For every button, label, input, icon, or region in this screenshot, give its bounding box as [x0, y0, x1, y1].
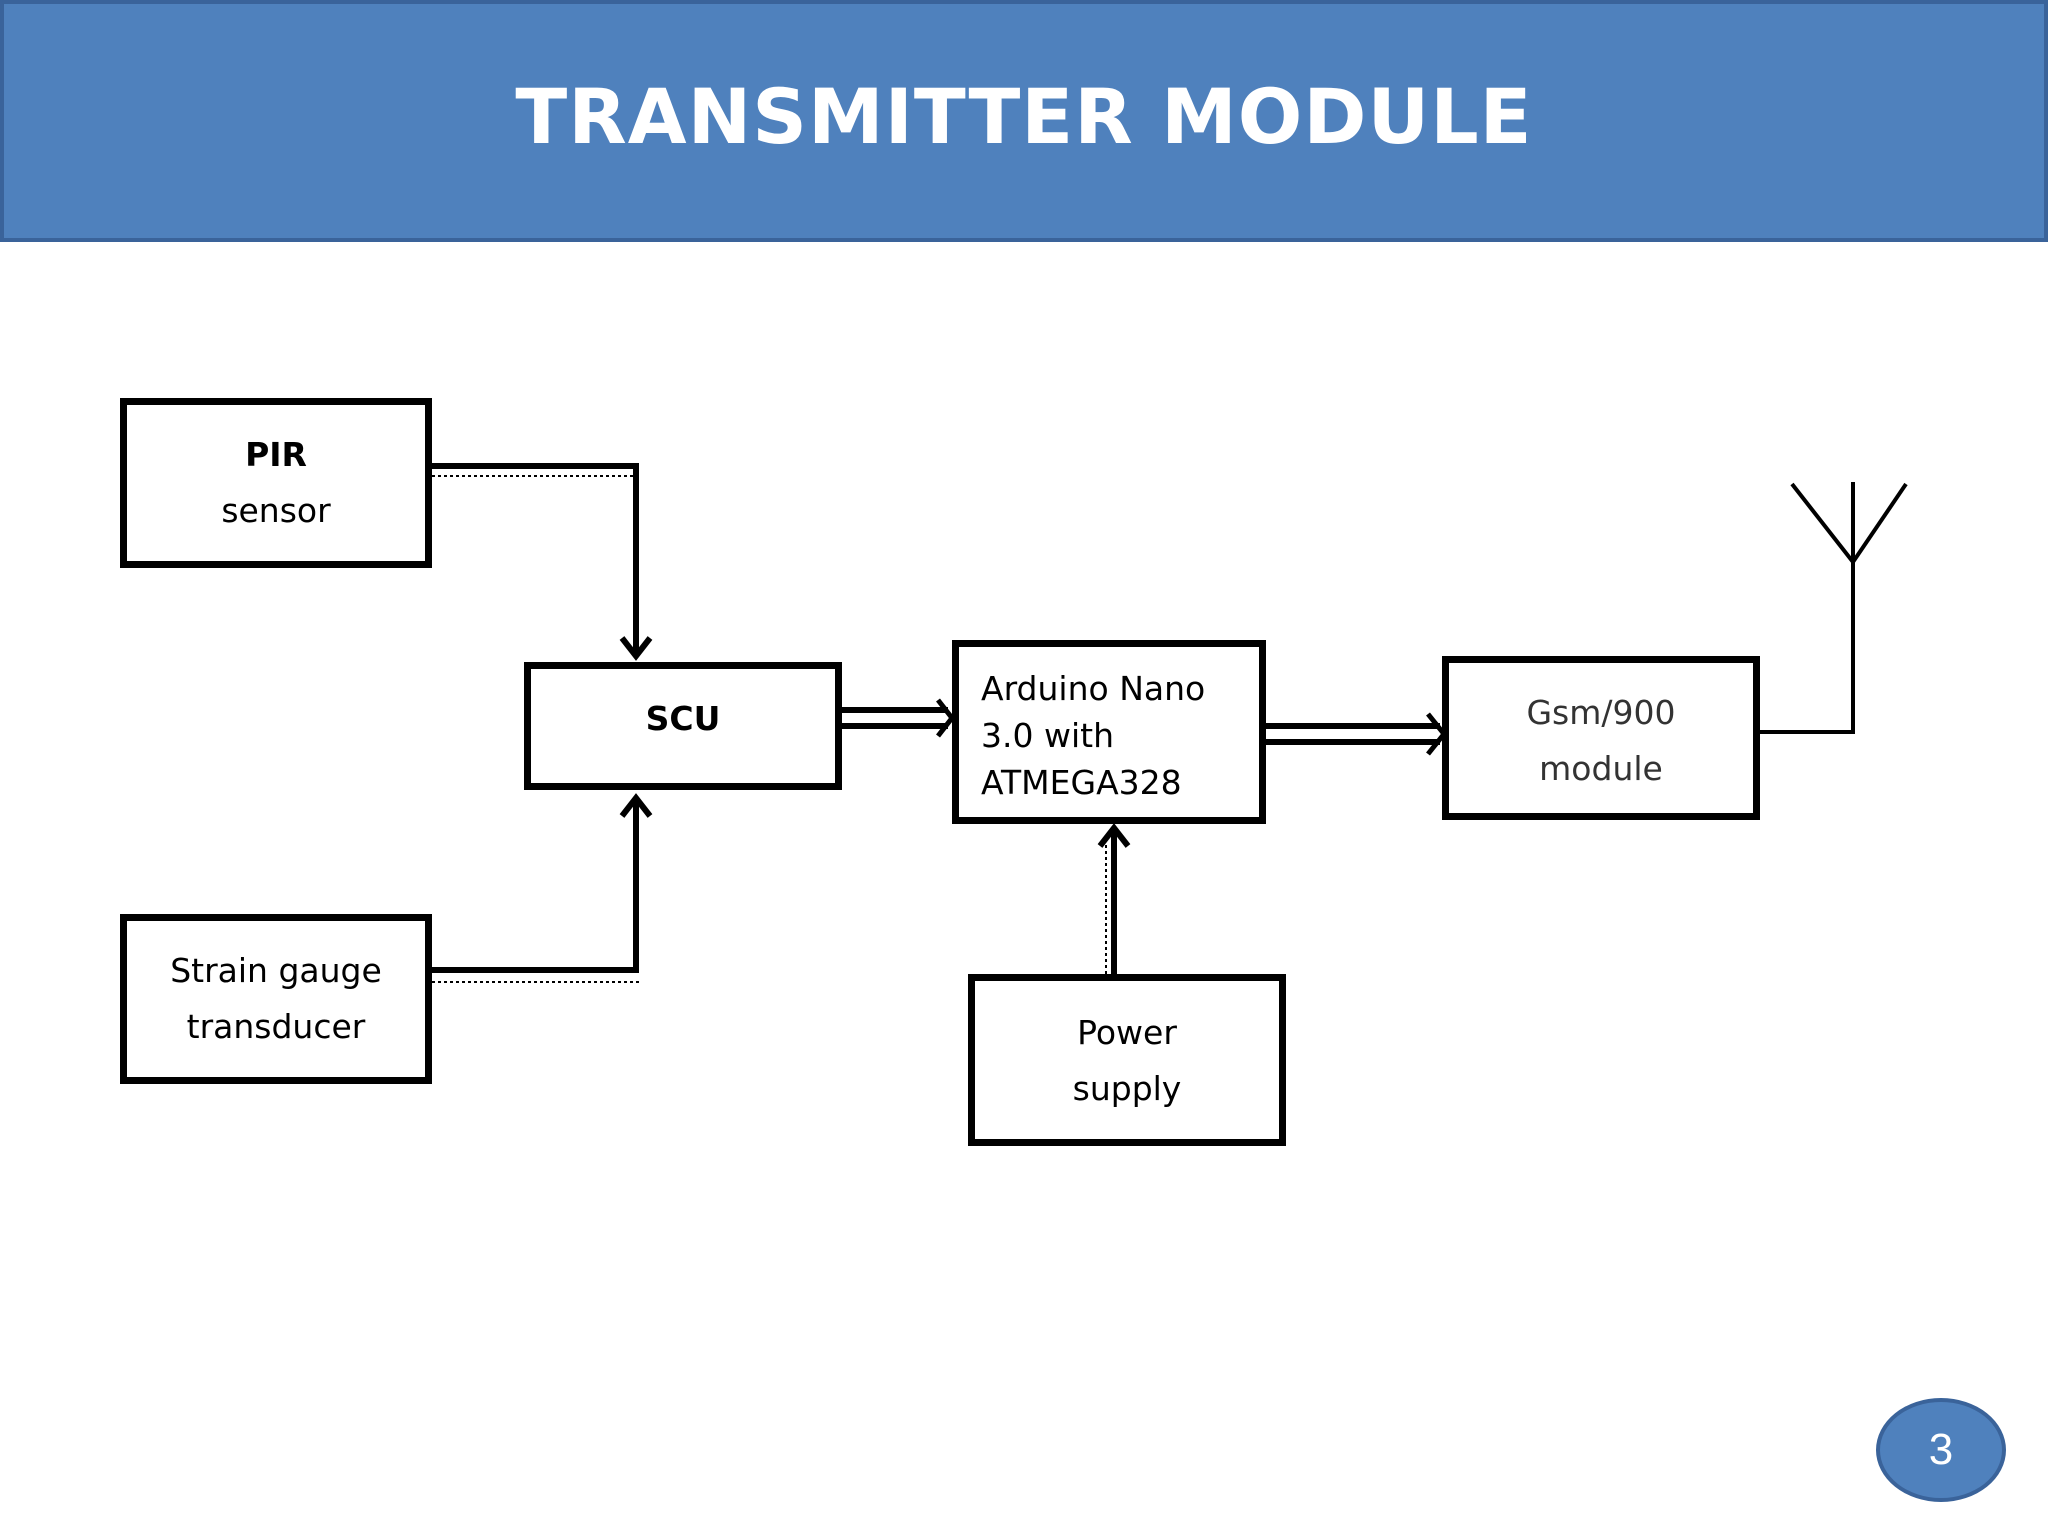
- strain-gauge-block: Strain gauge transducer: [120, 914, 432, 1084]
- wire-power-to-arduino: [1097, 823, 1131, 974]
- power-supply-label-line2: supply: [1072, 1069, 1182, 1108]
- power-supply-block: Power supply: [968, 974, 1286, 1146]
- slide-title: TRANSMITTER MODULE: [515, 71, 1533, 161]
- gsm-module-block: Gsm/900 module: [1442, 656, 1760, 820]
- wire-arduino-to-gsm: [1266, 712, 1448, 756]
- wire-gsm-to-antenna: [1758, 560, 1855, 734]
- pir-sensor-block: PIR sensor: [120, 398, 432, 568]
- arduino-label-line3: ATMEGA328: [981, 763, 1182, 802]
- title-bar: TRANSMITTER MODULE: [0, 0, 2048, 242]
- page-number-badge: 3: [1876, 1398, 2006, 1502]
- scu-block: SCU: [524, 662, 842, 790]
- arduino-nano-block: Arduino Nano 3.0 with ATMEGA328: [952, 640, 1266, 824]
- strain-gauge-label-line2: transducer: [186, 1007, 366, 1046]
- wire-strain-to-scu: [432, 793, 653, 983]
- strain-gauge-label-line1: Strain gauge: [170, 951, 382, 990]
- arduino-label-line2: 3.0 with: [981, 716, 1114, 755]
- page-number: 3: [1928, 1425, 1954, 1474]
- power-supply-label-line1: Power: [1077, 1013, 1177, 1052]
- pir-sensor-label-line2: sensor: [221, 491, 331, 530]
- pir-sensor-label-line1: PIR: [245, 435, 307, 474]
- gsm-label-line1: Gsm/900: [1526, 693, 1676, 732]
- wire-scu-to-arduino: [842, 698, 956, 738]
- wire-pir-to-scu: [432, 463, 653, 661]
- antenna-icon: [1790, 482, 1908, 564]
- gsm-label-line2: module: [1539, 749, 1663, 788]
- scu-label: SCU: [645, 699, 721, 738]
- arduino-label-line1: Arduino Nano: [981, 669, 1206, 708]
